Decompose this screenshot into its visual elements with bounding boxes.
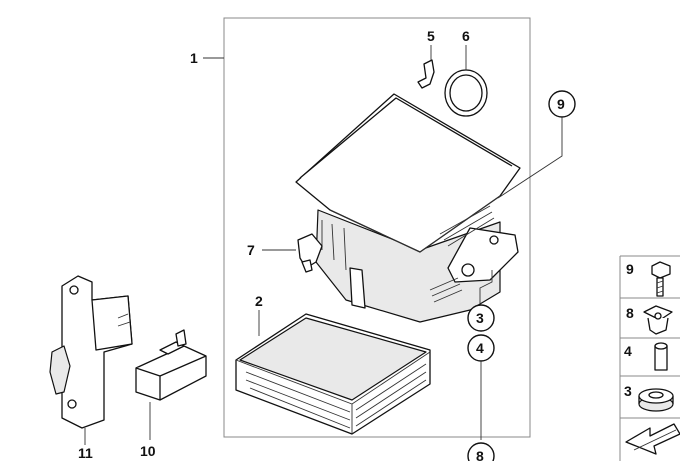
clip-nut-icon [643, 305, 673, 335]
legend-item-8-number: 8 [626, 305, 634, 321]
callout-3-circled: 3 [467, 270, 495, 332]
callout-4-label: 4 [476, 340, 484, 356]
callout-11-label: 11 [78, 445, 93, 461]
part-5-clip: 5 [417, 28, 435, 89]
screw-icon [651, 261, 671, 297]
callout-1: 1 [190, 50, 224, 66]
callout-8-circled: 8 [467, 442, 495, 461]
assembly-frame [223, 17, 531, 438]
part-6-seal-ring: 6 [444, 28, 488, 117]
callout-10-label: 10 [140, 443, 156, 459]
legend-item-9: 9 [626, 261, 671, 297]
part-2-filter-element: 2 [235, 293, 431, 435]
callout-1-label: 1 [190, 50, 198, 66]
callout-6-label: 6 [462, 28, 470, 44]
legend-item-3: 3 [624, 383, 674, 412]
callout-4-circled: 4 [467, 334, 495, 440]
legend-item-3-number: 3 [624, 383, 632, 399]
legend-item-8: 8 [626, 305, 673, 335]
callout-9-circled: 9 [497, 90, 576, 199]
legend-item-4-number: 4 [624, 343, 632, 359]
callout-5-label: 5 [427, 28, 435, 44]
legend-item-4: 4 [624, 342, 668, 371]
callout-8-label: 8 [476, 448, 484, 461]
legend-item-9-number: 9 [626, 261, 634, 277]
sleeve-icon [654, 342, 668, 371]
callout-3-label: 3 [476, 310, 484, 326]
part-11-bracket: 11 [49, 275, 133, 461]
part-10-cover: 10 [135, 329, 207, 459]
callout-7-label: 7 [247, 242, 255, 258]
callout-2-label: 2 [255, 293, 263, 309]
part-7-connector: 7 [247, 233, 323, 273]
parts-legend: 9 8 4 3 [619, 255, 680, 461]
arrow-icon [625, 423, 680, 455]
callout-9-label: 9 [557, 96, 565, 112]
grommet-icon [638, 388, 674, 412]
part-1-filter-housing [295, 93, 521, 323]
